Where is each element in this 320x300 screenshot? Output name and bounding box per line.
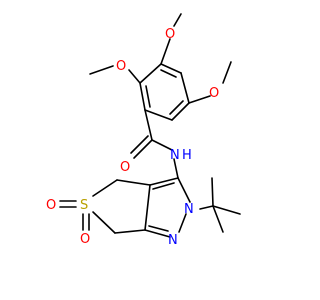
atom-o-methoxy-right: O: [209, 86, 219, 101]
bond-ring-1: [139, 63, 162, 84]
bond-n2-cq: [199, 205, 214, 210]
bond-n2-n1: [178, 213, 187, 233]
bond-n-c3: [173, 158, 179, 179]
atom-o-methoxy-top: O: [165, 27, 175, 42]
atom-o-sulfonyl-left: O: [46, 198, 56, 213]
bond-cq-me-3: [212, 205, 224, 233]
bond-n1-c6a-b: [148, 225, 169, 232]
atom-o-methoxy-left: O: [116, 59, 126, 74]
atom-labels: O O O O N H N N S O O: [46, 27, 219, 248]
bond-ch3-o-top: [173, 13, 182, 27]
bond-ring-2: [139, 82, 146, 111]
bond-ring-6b: [160, 69, 177, 78]
bond-ring-5: [180, 72, 190, 104]
bond-c3-c3a: [149, 177, 179, 186]
bond-o-ring-top: [160, 38, 171, 65]
bond-ring-3: [144, 109, 173, 121]
bonds: [59, 13, 241, 238]
bond-carbonyl-n: [151, 139, 173, 151]
bond-cq-me-2: [212, 205, 241, 215]
bond-n1-c6a: [144, 229, 171, 238]
bond-c6a-c3a: [144, 184, 151, 231]
bond-ch2-s-bottom: [92, 211, 116, 234]
bond-ch2-s-top: [92, 179, 118, 197]
atom-n2: N: [184, 202, 194, 217]
bond-ring-6: [160, 63, 182, 74]
atom-n1: N: [168, 233, 178, 248]
bond-cq-me-1: [211, 177, 214, 207]
bond-c3-c3a-b: [152, 182, 175, 190]
bond-ch3-o-left: [89, 65, 114, 75]
atom-s: S: [80, 198, 88, 213]
bond-c3a-ch2: [116, 179, 151, 186]
atom-o-sulfonyl-bottom: O: [80, 232, 90, 247]
bond-ring-2b: [145, 85, 151, 108]
bond-ch3-o-right: [222, 61, 232, 84]
atom-nh-h: H: [182, 148, 192, 163]
bond-carbonyl-o-2: [130, 135, 149, 154]
bond-o-ring-right: [188, 95, 211, 104]
molecule-structure: O O O O N H N N S O O: [46, 13, 241, 248]
bond-carbonyl-o-1: [133, 139, 153, 159]
bond-ring-4: [171, 102, 190, 121]
bond-ring-4b: [169, 100, 184, 115]
bond-c6a-ch2: [114, 229, 146, 234]
atom-o-carbonyl: O: [120, 160, 130, 175]
bond-c3-n2: [177, 177, 191, 203]
bond-ring-carbonyl: [144, 109, 153, 141]
atom-nh: N: [170, 148, 180, 163]
bond-o-ring-left: [128, 69, 141, 84]
